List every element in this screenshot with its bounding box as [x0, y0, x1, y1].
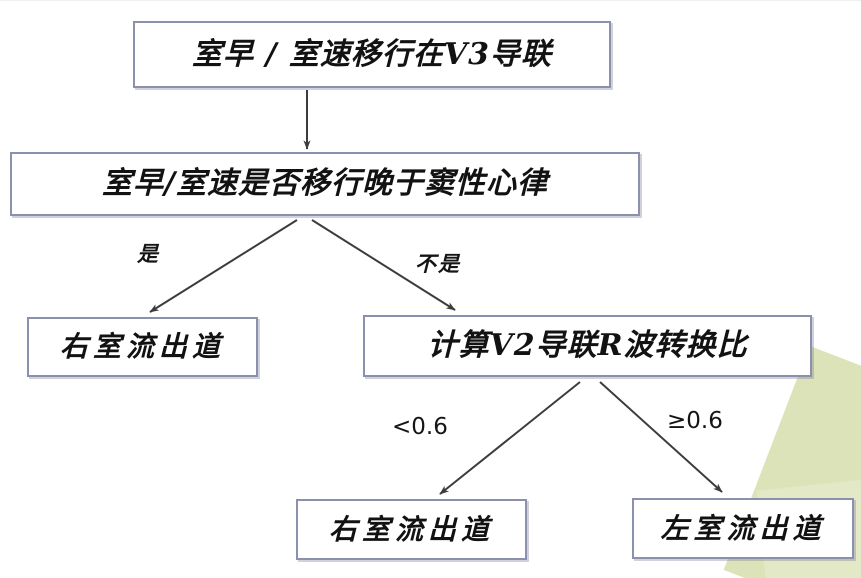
node-rvot-left-label: 右室流出道: [59, 330, 225, 363]
node-lvot-bottom-label: 左室流出道: [660, 511, 826, 545]
node-question[interactable]: 室早/室速是否移行晚于窦性心律: [10, 152, 640, 216]
arrow-question-to-ratio: [311, 219, 456, 311]
node-question-label: 室早/室速是否移行晚于窦性心律: [102, 166, 548, 201]
edge-label-no: 不是: [415, 251, 461, 276]
arrow-ratio-to-rvot-bottom: [439, 381, 581, 495]
node-rvot-bottom-label: 右室流出道: [328, 512, 494, 546]
edge-label-ratio-high: ≥0.6: [667, 408, 723, 434]
edge-label-yes: 是: [137, 241, 160, 266]
node-ratio[interactable]: 计算V2导联R波转换比: [363, 315, 812, 377]
node-root-label: 室早 / 室速移行在V3导联: [192, 36, 552, 72]
node-rvot-bottom[interactable]: 右室流出道: [296, 499, 527, 560]
node-root[interactable]: 室早 / 室速移行在V3导联: [133, 21, 611, 88]
arrow-ratio-to-lvot-bottom: [599, 381, 723, 493]
node-lvot-bottom[interactable]: 左室流出道: [632, 498, 854, 559]
node-ratio-label: 计算V2导联R波转换比: [427, 328, 748, 363]
top-hairline-divider: [0, 0, 861, 1]
arrow-question-to-rvot-left: [149, 219, 298, 313]
edge-label-ratio-low: <0.6: [392, 414, 448, 440]
node-rvot-left[interactable]: 右室流出道: [27, 317, 258, 377]
